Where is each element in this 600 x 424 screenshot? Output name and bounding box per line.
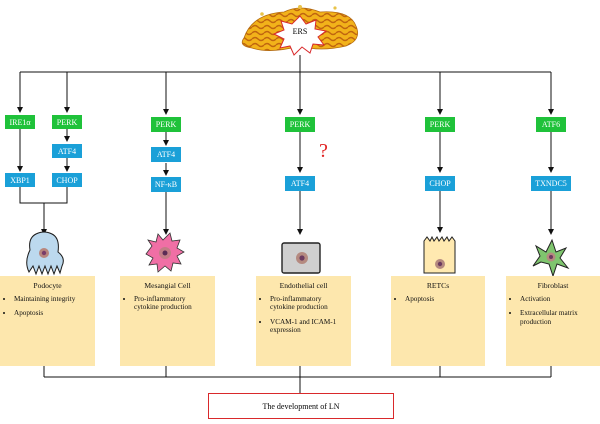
fibroblast-title: Fibroblast bbox=[537, 281, 569, 290]
endothelial-title: Endothelial cell bbox=[279, 281, 328, 290]
nfkb-box-mesangial: NF-κB bbox=[151, 177, 181, 192]
mesangial-panel: Mesangial Cell Pro-inflammatory cytokine… bbox=[120, 276, 215, 366]
atf6-box-fibroblast: ATF6 bbox=[536, 117, 566, 132]
endothelial-effect: VCAM-1 and ICAM-1 expression bbox=[270, 318, 347, 335]
podocyte-effect: Maintaining integrity bbox=[14, 295, 91, 303]
podocyte-effect: Apoptosis bbox=[14, 309, 91, 317]
atf4-box-podocyte: ATF4 bbox=[52, 144, 82, 158]
retc-cell-icon bbox=[423, 235, 456, 274]
perk-box-endothelial: PERK bbox=[285, 117, 315, 132]
ers-starburst bbox=[272, 15, 328, 56]
podocyte-cell-icon bbox=[26, 231, 64, 276]
perk-box-podocyte: PERK bbox=[52, 115, 82, 129]
endothelial-cell-icon bbox=[281, 242, 321, 274]
ers-label: ERS bbox=[292, 27, 308, 36]
fibroblast-panel: Fibroblast Activation Extracellular matr… bbox=[506, 276, 600, 366]
retcs-title: RETCs bbox=[426, 281, 450, 290]
mesangial-cell-icon bbox=[145, 232, 185, 273]
endothelial-panel: Endothelial cell Pro-inflammatory cytoki… bbox=[256, 276, 351, 366]
podocyte-panel: Podocyte Maintaining integrity Apoptosis bbox=[0, 276, 95, 366]
atf4-box-mesangial: ATF4 bbox=[151, 147, 181, 162]
fibroblast-effect: Activation bbox=[520, 295, 596, 303]
ire1a-box: IRE1α bbox=[5, 115, 35, 129]
unknown-mechanism-mark: ? bbox=[319, 140, 328, 162]
perk-box-mesangial: PERK bbox=[151, 117, 181, 132]
chop-box-retcs: CHOP bbox=[425, 176, 455, 191]
fibroblast-effect: Extracellular matrix production bbox=[520, 309, 596, 326]
fibroblast-cell-icon bbox=[532, 238, 570, 278]
txndc5-box-fibroblast: TXNDC5 bbox=[531, 176, 571, 191]
mesangial-effect: Pro-inflammatory cytokine production bbox=[134, 295, 211, 312]
atf4-box-endothelial: ATF4 bbox=[285, 176, 315, 191]
xbp1-box: XBP1 bbox=[5, 173, 35, 187]
perk-box-retcs: PERK bbox=[425, 117, 455, 132]
mesangial-title: Mesangial Cell bbox=[144, 281, 191, 290]
endothelial-effect: Pro-inflammatory cytokine production bbox=[270, 295, 347, 312]
chop-box-podocyte: CHOP bbox=[52, 173, 82, 187]
retcs-effect: Apoptosis bbox=[405, 295, 481, 303]
retcs-panel: RETCs Apoptosis bbox=[391, 276, 485, 366]
podocyte-title: Podocyte bbox=[33, 281, 62, 290]
outcome-box: The development of LN bbox=[208, 393, 394, 419]
